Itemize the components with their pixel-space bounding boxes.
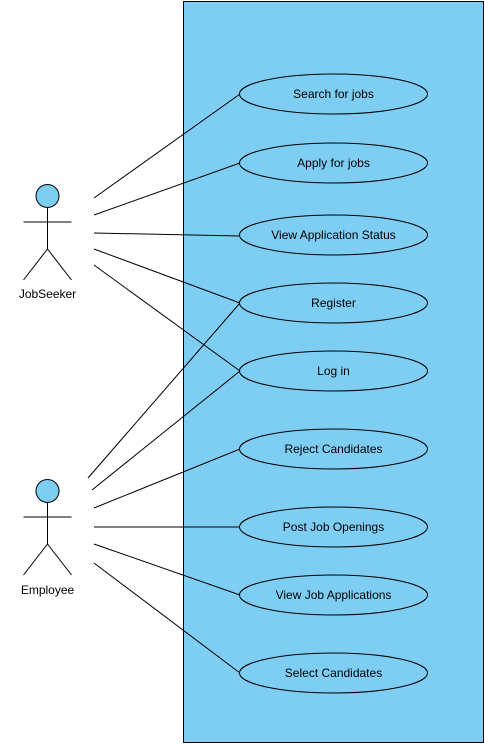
use-case-label: View Application Status (271, 228, 396, 242)
actor-right-leg (47, 543, 72, 576)
association-employee-view-job-applications (93, 543, 241, 596)
use-case-post-job-openings[interactable]: Post Job Openings (239, 506, 428, 548)
association-jobseeker-search-for-jobs (93, 93, 241, 199)
use-case-reject-candidates[interactable]: Reject Candidates (239, 428, 428, 470)
actor-employee[interactable]: Employee (21, 479, 75, 598)
use-case-ellipse (239, 73, 428, 115)
use-case-ellipse (239, 428, 428, 470)
use-case-ellipse (239, 574, 428, 616)
use-case-register[interactable]: Register (239, 282, 428, 324)
use-case-select-candidates[interactable]: Select Candidates (239, 652, 428, 694)
use-case-ellipse (239, 350, 428, 392)
actor-left-leg (23, 543, 48, 576)
use-case-ellipse (239, 506, 428, 548)
use-case-label: Post Job Openings (283, 520, 384, 534)
association-employee-log-in (91, 370, 241, 491)
use-case-label: View Job Applications (276, 588, 392, 602)
associations (87, 93, 241, 674)
actor-head (35, 184, 60, 208)
actor-label: Employee (21, 583, 75, 597)
association-employee-select-candidates (93, 562, 241, 674)
use-case-ellipse (239, 282, 428, 324)
actor-left-leg (23, 248, 48, 281)
actor-label: JobSeeker (19, 287, 76, 301)
use-case-apply-for-jobs[interactable]: Apply for jobs (239, 142, 428, 184)
actor-jobseeker[interactable]: JobSeeker (19, 184, 76, 302)
use-case-label: Search for jobs (293, 87, 374, 101)
use-case-label: Reject Candidates (284, 442, 382, 456)
association-employee-register (87, 302, 241, 479)
association-jobseeker-register (93, 248, 241, 304)
use-case-label: Log in (317, 364, 350, 378)
actor-head (35, 479, 60, 503)
association-jobseeker-apply-for-jobs (93, 162, 241, 216)
use-case-view-job-applications[interactable]: View Job Applications (239, 574, 428, 616)
use-case-label: Register (311, 296, 356, 310)
use-case-label: Apply for jobs (297, 156, 370, 170)
use-case-ellipse (239, 214, 428, 256)
use-case-search-for-jobs[interactable]: Search for jobs (239, 73, 428, 115)
use-case-label: Select Candidates (285, 666, 382, 680)
use-case-log-in[interactable]: Log in (239, 350, 428, 392)
association-employee-reject-candidates (93, 448, 241, 509)
association-jobseeker-log-in (93, 264, 241, 372)
association-jobseeker-view-application-status (93, 232, 241, 237)
use-case-ellipse (239, 652, 428, 694)
actor-right-leg (47, 248, 72, 281)
use-case-ellipse (239, 142, 428, 184)
use-case-view-application-status[interactable]: View Application Status (239, 214, 428, 256)
